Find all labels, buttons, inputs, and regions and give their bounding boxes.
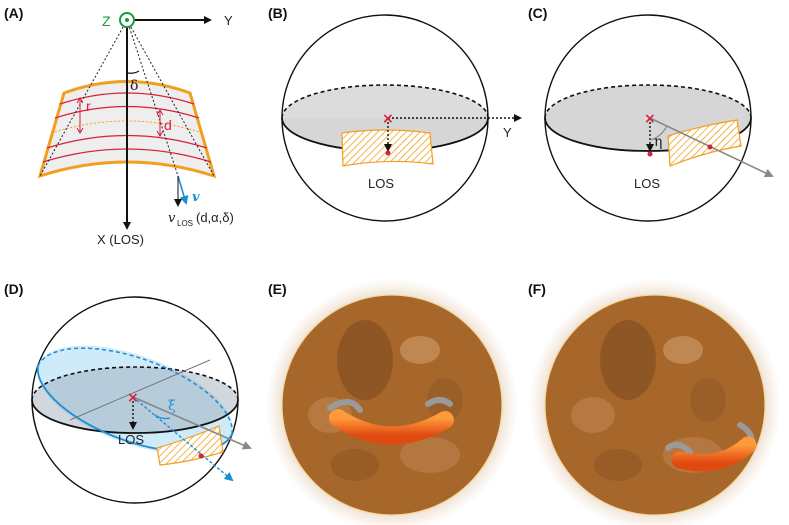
vec-v-label: v — [192, 190, 200, 205]
eta-arc — [649, 125, 668, 141]
tilted-plane-back-dashed — [37, 347, 233, 435]
center-marker-icon: × — [644, 111, 656, 127]
reference-line — [69, 359, 211, 421]
equator-back-dashed — [281, 84, 489, 119]
los-label: LOS — [634, 176, 660, 191]
vlos-args-label: (d,α,δ) — [196, 210, 234, 225]
region-point — [198, 453, 204, 459]
axis-z-label: Z — [102, 13, 111, 29]
solar-disk — [282, 295, 502, 515]
panel-e: (E) — [266, 279, 518, 525]
limb-ring — [281, 294, 503, 516]
z-axis-dot — [125, 18, 129, 22]
center-marker-icon: × — [382, 111, 394, 127]
hatched-region — [156, 425, 224, 466]
equator-back-dashed — [544, 84, 752, 119]
tilted-direction-arrow — [132, 396, 234, 482]
region-point — [707, 144, 713, 150]
flux-rope — [671, 436, 757, 472]
panel-e-label: (E) — [268, 281, 287, 297]
los-label: LOS — [368, 176, 394, 191]
axis-x-label: X (LOS) — [97, 232, 144, 247]
panel-d: (D) × ξ LOS — [4, 281, 252, 504]
panel-c-label: (C) — [528, 5, 547, 21]
los-point — [385, 150, 391, 156]
dark-feature — [600, 320, 656, 400]
panel-c: (C) × η LOS — [528, 5, 774, 222]
panel-a-label: (A) — [4, 5, 23, 21]
equator-front — [31, 399, 239, 434]
dark-feature — [331, 449, 379, 481]
panel-b: (B) × LOS Y — [268, 5, 522, 222]
dim-r-label: r — [86, 98, 91, 114]
panel-a: (A) Z Y X (LOS) δ r d — [4, 5, 234, 247]
panel-b-label: (B) — [268, 5, 287, 21]
tilted-plane — [37, 345, 233, 455]
center-marker-icon: × — [127, 390, 139, 406]
delta-arc — [126, 70, 140, 74]
xi-arc — [154, 414, 171, 420]
los-point — [647, 151, 653, 157]
vlos-sub-label: LOS — [177, 219, 193, 228]
bright-feature — [571, 397, 615, 433]
angle-delta-label: δ — [130, 78, 138, 94]
dark-feature — [690, 378, 726, 422]
los-label: LOS — [118, 432, 144, 447]
bright-feature — [400, 437, 460, 473]
direction-arrow — [132, 396, 252, 450]
flux-rope — [329, 409, 454, 445]
panel-d-label: (D) — [4, 281, 23, 297]
fan-line-los — [126, 19, 179, 177]
rope-foot-left — [665, 441, 693, 455]
bright-feature — [400, 336, 440, 364]
angle-xi-label: ξ — [168, 398, 176, 414]
dark-feature — [594, 449, 642, 481]
limb-ring — [544, 294, 766, 516]
equator-back-dashed — [31, 366, 239, 401]
rope-foot-right — [425, 397, 453, 407]
panel-f: (F) — [528, 279, 781, 525]
bright-feature — [663, 336, 703, 364]
axis-y-label: Y — [503, 125, 512, 140]
fan-line-left — [39, 19, 128, 177]
angle-eta-label: η — [654, 134, 662, 150]
panel-f-label: (F) — [528, 281, 546, 297]
dim-d-label: d — [164, 117, 172, 133]
axis-y-label: Y — [224, 13, 233, 28]
vlos-v-label: v — [168, 211, 176, 226]
dark-feature — [337, 320, 393, 400]
fan-line-right — [126, 19, 215, 177]
equatorial-plane — [32, 367, 238, 433]
rope-foot-left — [327, 399, 363, 413]
velocity-vector-arrow — [177, 175, 189, 205]
hatched-region — [667, 119, 742, 167]
equatorial-plane-back — [282, 85, 488, 118]
